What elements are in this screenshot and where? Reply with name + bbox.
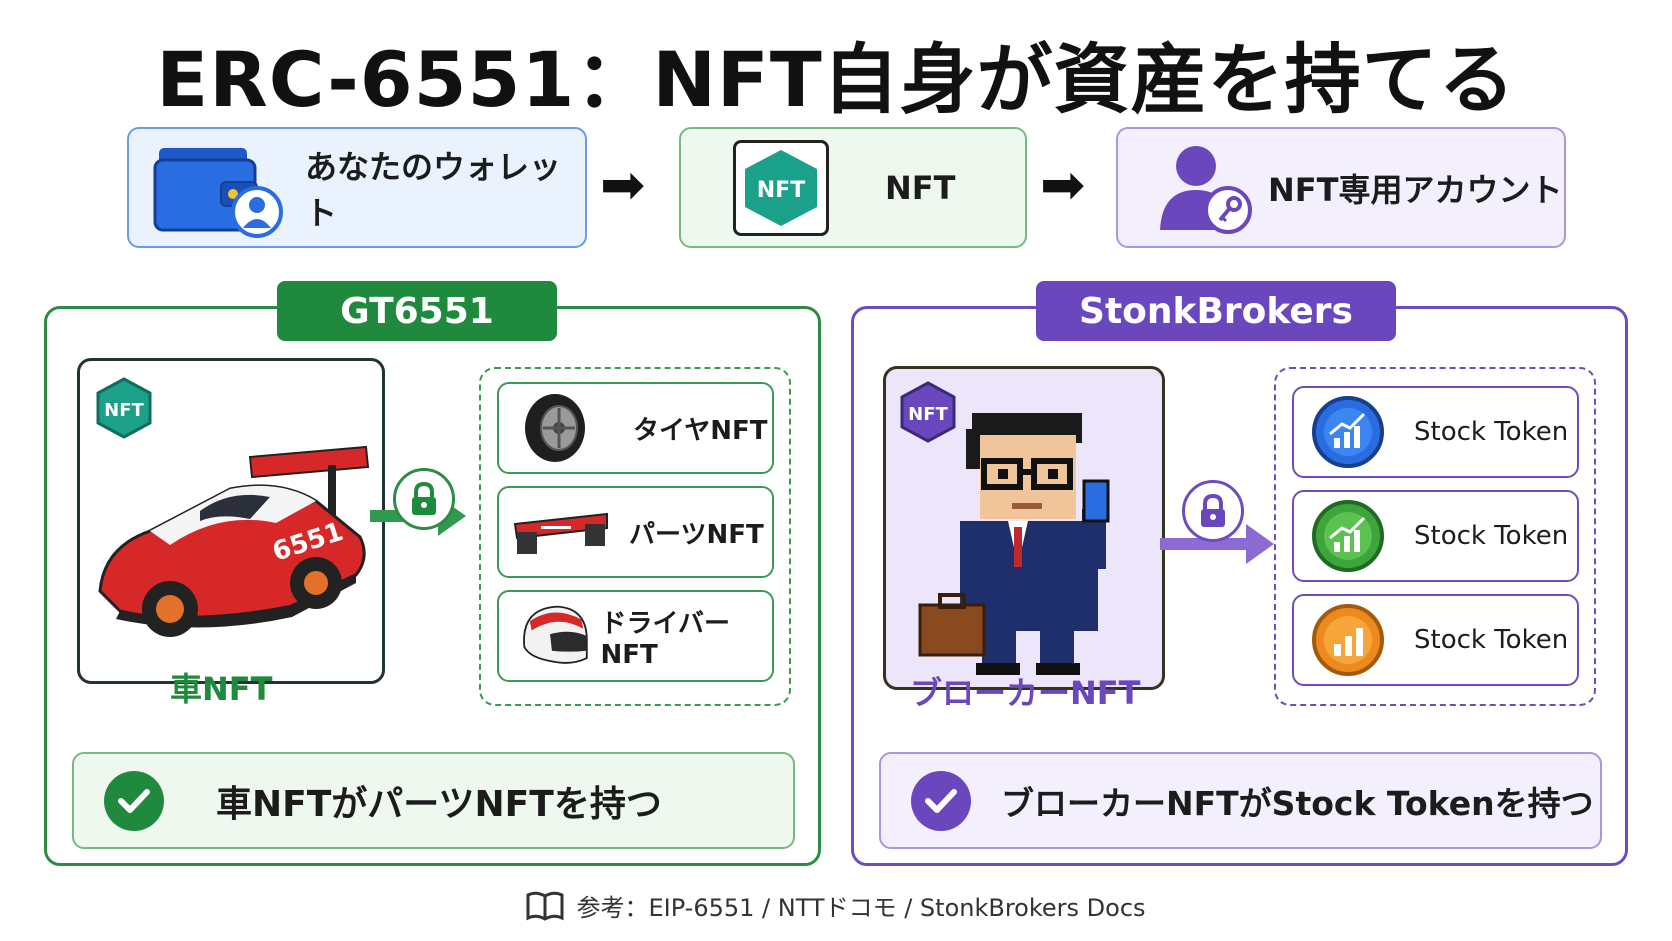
book-icon [526, 891, 564, 921]
parts-nft-label: パーツNFT [629, 519, 764, 550]
nft-badge-text: NFT [908, 404, 948, 425]
stonkbrokers-tag: StonkBrokers [1036, 281, 1396, 341]
wallet-icon [153, 138, 283, 238]
wallet-label: あなたのウォレット [305, 147, 562, 232]
gt-items-group [479, 367, 791, 706]
car-nft-card: NFT 6551 [77, 358, 385, 684]
broker-nft-caption: ブローカーNFT [910, 674, 1141, 712]
arrow-right-icon: ➡ [600, 153, 646, 216]
stonk-items-group [1274, 367, 1596, 706]
purple-arrow-icon [1160, 524, 1274, 564]
list-item: タイヤNFT [497, 382, 774, 474]
list-item: ドライバーNFT [497, 590, 774, 682]
tire-icon [525, 394, 585, 462]
purple-lock-icon [1182, 480, 1244, 542]
wallet-box: あなたのウォレット [127, 127, 587, 248]
stock-token-label: Stock Token [1414, 625, 1569, 655]
green-lock-icon [393, 468, 455, 530]
nft-box: NFT NFT [679, 127, 1027, 248]
tire-nft-label: タイヤNFT [633, 415, 768, 446]
orange-bar-coin-icon [1312, 604, 1384, 676]
check-circle-icon [104, 770, 164, 831]
gt-summary: 車NFTがパーツNFTを持つ [72, 752, 795, 849]
list-item: Stock Token [1292, 386, 1579, 478]
list-item: Stock Token [1292, 594, 1579, 686]
blue-chart-coin-icon [1312, 396, 1384, 468]
nft-badge-text: NFT [757, 178, 805, 203]
spoiler-icon [513, 512, 608, 554]
stock-token-label: Stock Token [1414, 521, 1569, 551]
page-title: ERC-6551：NFT自身が資産を持てる [156, 35, 1516, 124]
footer-reference: 参考：EIP-6551 / NTTドコモ / StonkBrokers Docs [576, 894, 1146, 922]
list-item: パーツNFT [497, 486, 774, 578]
gt-summary-text: 車NFTがパーツNFTを持つ [216, 783, 662, 825]
nft-label: NFT [885, 168, 956, 207]
green-chart-coin-icon [1312, 500, 1384, 572]
driver-nft-label: ドライバーNFT [600, 608, 730, 670]
car-nft-caption: 車NFT [170, 670, 273, 708]
stonk-summary-text: ブローカーNFTがStock Tokenを持つ [1001, 783, 1594, 823]
nft-badge-text: NFT [104, 400, 144, 421]
nft-account-box: NFT専用アカウント [1116, 127, 1566, 248]
broker-nft-card: NFT [883, 366, 1165, 690]
pixel-broker-image: NFT [900, 381, 1110, 675]
stock-token-label: Stock Token [1414, 417, 1569, 447]
helmet-icon [523, 605, 588, 664]
stonk-summary: ブローカーNFTがStock Tokenを持つ [879, 752, 1602, 849]
gt6551-tag: GT6551 [277, 281, 557, 341]
nft-account-label: NFT専用アカウント [1268, 170, 1563, 209]
nft-hexagon-icon: NFT [733, 139, 829, 236]
footer: 参考：EIP-6551 / NTTドコモ / StonkBrokers Docs [0, 888, 1672, 923]
user-key-icon [1154, 138, 1254, 238]
arrow-right-icon: ➡ [1040, 153, 1086, 216]
race-car-image: NFT 6551 [96, 377, 370, 637]
list-item: Stock Token [1292, 490, 1579, 582]
check-circle-icon [911, 770, 971, 831]
